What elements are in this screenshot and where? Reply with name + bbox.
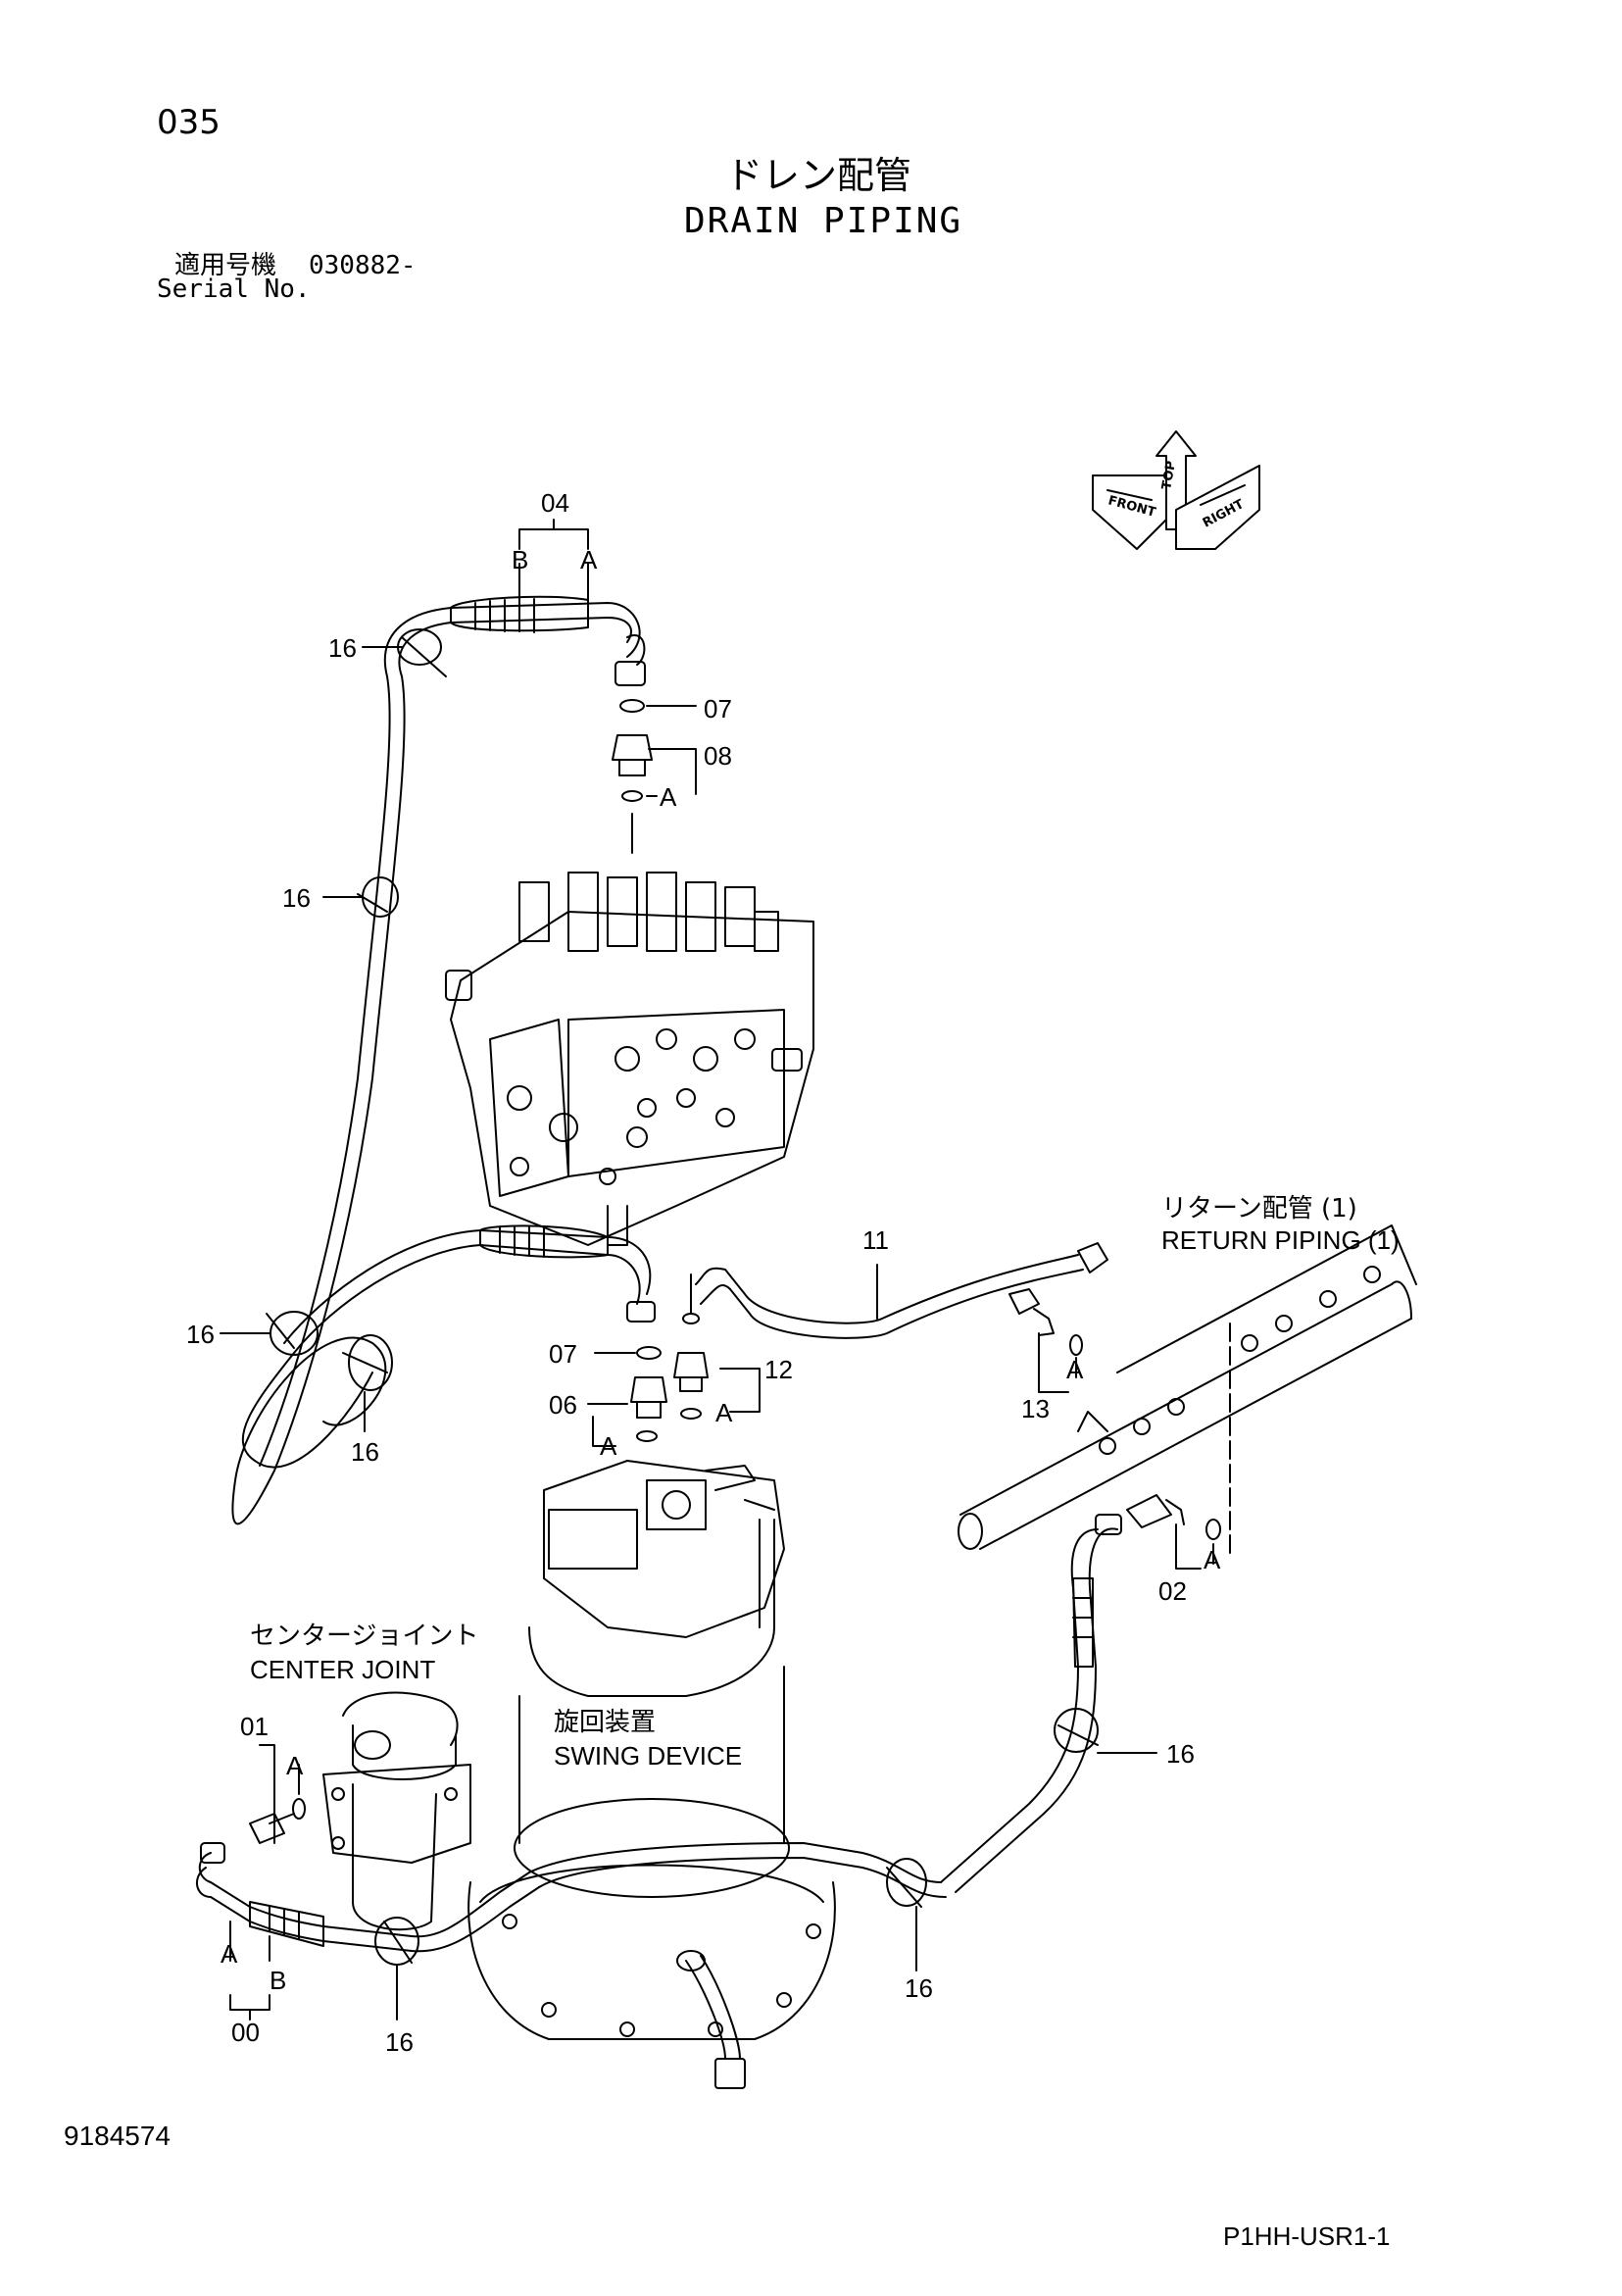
page-code: P1HH-USR1-1 <box>1223 2221 1391 2251</box>
callout-08-a: A <box>660 782 677 812</box>
callout-leaders-upper <box>323 520 588 897</box>
return-piping-label-japanese: リターン配管 (1) <box>1161 1194 1357 1223</box>
fitting-01 <box>250 1745 305 1843</box>
callout-02: 02 <box>1158 1576 1187 1606</box>
callout-08: 08 <box>704 741 732 771</box>
callout-13: 13 <box>1021 1394 1050 1423</box>
callout-16-bottom-right: 16 <box>905 1973 933 2003</box>
hose-00 <box>197 1843 946 2020</box>
callout-04-a: A <box>580 545 598 574</box>
swing-device-label: SWING DEVICE <box>554 1741 743 1771</box>
callout-11: 11 <box>862 1225 889 1255</box>
callout-16-left: 16 <box>282 883 311 913</box>
callout-00: 00 <box>231 2018 260 2047</box>
center-joint <box>323 1693 470 1930</box>
callout-07-upper: 07 <box>704 694 732 724</box>
callout-00-b: B <box>270 1966 287 1995</box>
callout-16-right: 16 <box>1166 1739 1195 1769</box>
callout-01-a: A <box>286 1751 304 1780</box>
hose-middle-loop <box>221 1225 655 1467</box>
page-title: DRAIN PIPING <box>684 201 963 241</box>
serial-number-value: 030882- <box>309 251 417 280</box>
callout-16-loop-left: 16 <box>186 1320 215 1349</box>
fittings-06-12 <box>588 1274 760 1446</box>
callout-04: 04 <box>541 488 569 518</box>
page-number: 035 <box>157 103 221 142</box>
callout-12: 12 <box>764 1355 793 1384</box>
callout-16-bottom-left: 16 <box>385 2027 414 2057</box>
orientation-badge: FRONT TOP RIGHT <box>1093 431 1259 549</box>
swing-device-label-japanese: 旋回装置 <box>554 1708 657 1737</box>
hose-11 <box>696 1243 1107 1338</box>
callout-07-middle: 07 <box>549 1339 577 1369</box>
fitting-13 <box>1009 1289 1082 1392</box>
return-piping-label: RETURN PIPING (1) <box>1161 1225 1400 1255</box>
callout-16-loop-bottom: 16 <box>351 1437 379 1467</box>
callout-04-b: B <box>512 545 529 574</box>
hose-right <box>941 1515 1156 1892</box>
center-joint-label: CENTER JOINT <box>250 1655 436 1684</box>
callout-06: 06 <box>549 1390 577 1420</box>
control-valve <box>446 814 813 1245</box>
page-title-japanese: ドレン配管 <box>725 154 912 197</box>
return-piping <box>958 1225 1416 1559</box>
callout-13-a: A <box>1066 1355 1084 1384</box>
callout-06-a: A <box>600 1431 617 1461</box>
callout-16-upper: 16 <box>328 633 357 663</box>
callout-01: 01 <box>240 1712 269 1741</box>
serial-label-japanese: 適用号機 <box>174 251 277 280</box>
swing-device <box>468 1461 835 2088</box>
serial-label: Serial No. <box>157 275 311 304</box>
fitting-02 <box>1127 1495 1220 1569</box>
callout-12-a: A <box>715 1398 733 1427</box>
callout-02-a: A <box>1204 1545 1221 1574</box>
document-number: 9184574 <box>64 2121 172 2151</box>
center-joint-label-japanese: センタージョイント <box>250 1622 479 1651</box>
fitting-08-upper <box>613 700 696 801</box>
badge-top-label: TOP <box>1159 460 1179 491</box>
callout-00-a: A <box>221 1939 238 1969</box>
